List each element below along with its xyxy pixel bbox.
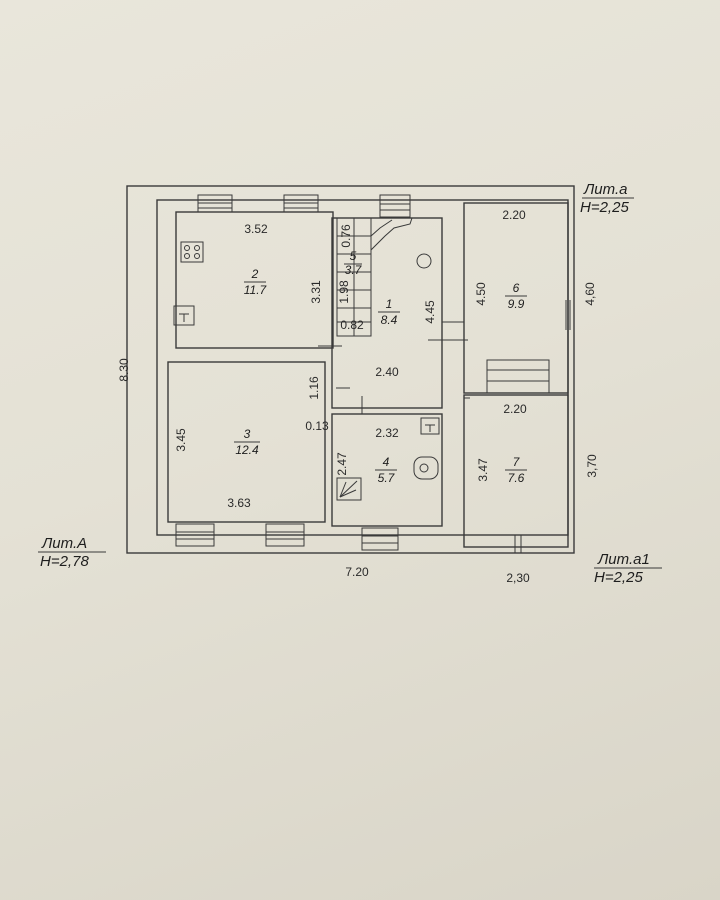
dim-room6-height: 4.50 <box>474 282 488 306</box>
window-top-3 <box>379 194 411 218</box>
washbasin-icon <box>420 417 440 435</box>
toilet-icon <box>413 456 439 480</box>
room-5-number: 5 <box>350 249 357 263</box>
boiler-icon <box>416 253 432 269</box>
dim-hall-width: 2.40 <box>375 365 399 379</box>
dim-room7-width: 2.20 <box>503 402 527 416</box>
dim-room2-width: 3.52 <box>244 222 268 236</box>
room-4-number: 4 <box>383 455 390 469</box>
dim-room3-height: 3.45 <box>174 428 188 452</box>
dim-overall-height: 8.30 <box>117 358 131 382</box>
room-5-area: 3.7 <box>345 263 363 277</box>
dim-stair-082: 0.82 <box>340 318 364 332</box>
room-labels: 2 11.7 1 8.4 5 3.7 6 9.9 3 12.4 4 5.7 7 … <box>234 249 527 485</box>
window-top-1 <box>197 194 233 213</box>
dim-overall-width: 7.20 <box>345 565 369 579</box>
dim-stair-198: 1.98 <box>337 280 351 304</box>
dim-stair-076: 0.76 <box>339 224 353 248</box>
dim-room4-width: 2.32 <box>375 426 399 440</box>
dim-right-370: 3,70 <box>585 454 599 478</box>
room-3-number: 3 <box>244 427 251 441</box>
window-bottom-1 <box>175 523 215 547</box>
staircase <box>336 217 413 337</box>
room-4-area: 5.7 <box>378 471 396 485</box>
porch-steps <box>486 359 550 394</box>
sink-icon <box>173 305 195 326</box>
room-2-area: 11.7 <box>244 283 268 297</box>
dim-room3-width: 3.63 <box>227 496 251 510</box>
room-1-number: 1 <box>386 297 393 311</box>
room-1-area: 8.4 <box>381 313 398 327</box>
room-6-number: 6 <box>513 281 520 295</box>
dim-bottom-230: 2,30 <box>506 571 530 585</box>
stove-icon <box>180 241 204 263</box>
dim-013: 0.13 <box>305 419 329 433</box>
window-top-2 <box>283 194 319 213</box>
window-bottom-2 <box>265 523 305 547</box>
dim-116: 1.16 <box>307 376 321 400</box>
door-marks <box>318 321 470 414</box>
dim-room1-height: 4.45 <box>423 300 437 324</box>
window-right <box>565 300 571 330</box>
room-7-area: 7.6 <box>508 471 525 485</box>
lit-labels: Лит.а H=2,25 Лит.А H=2,78 Лит.а1 H=2,25 <box>38 181 662 586</box>
windows <box>175 194 571 553</box>
room-3-area: 12.4 <box>235 443 259 457</box>
dim-room7-height: 3.47 <box>476 458 490 482</box>
dim-room6-width: 2.20 <box>502 208 526 222</box>
dimension-labels: 7.20 8.30 3.52 3.31 0.76 1.98 0.82 4.45 … <box>117 208 599 585</box>
room-6-area: 9.9 <box>508 297 525 311</box>
lit-A-height: H=2,78 <box>40 553 89 570</box>
room-7-number: 7 <box>513 455 521 469</box>
dim-room2-height: 3.31 <box>309 280 323 304</box>
dim-room4-height: 2.47 <box>335 452 349 476</box>
lit-A-label: Лит.А <box>41 535 87 552</box>
shower-icon <box>336 477 362 501</box>
lit-a-label: Лит.а <box>583 181 627 198</box>
interior-walls <box>167 202 569 548</box>
lit-a-height: H=2,25 <box>580 199 629 216</box>
lit-a1-height: H=2,25 <box>594 569 643 586</box>
dim-right-460: 4,60 <box>583 282 597 306</box>
room-2-number: 2 <box>251 267 259 281</box>
lit-a1-label: Лит.а1 <box>597 551 650 568</box>
window-bottom-3 <box>361 527 399 551</box>
window-bottom-4 <box>508 535 528 553</box>
